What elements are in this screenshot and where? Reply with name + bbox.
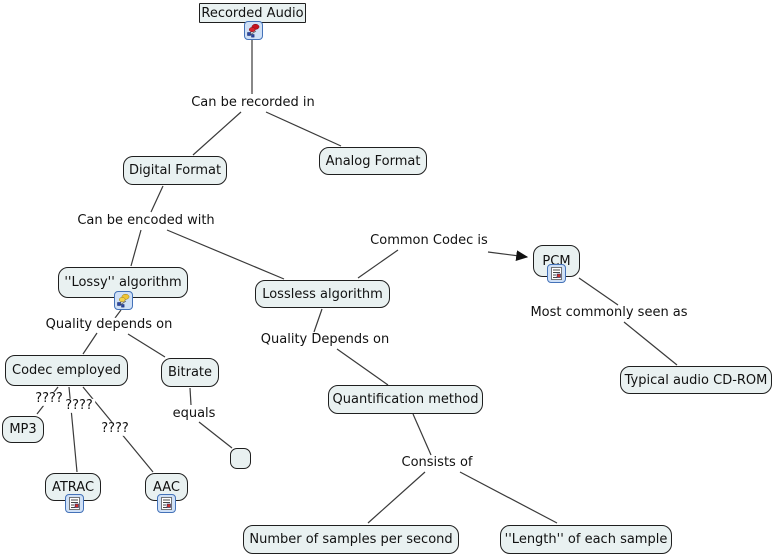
linking-phrase-most-commonly-seen-as[interactable]: Most commonly seen as (528, 304, 690, 321)
concept-mp3[interactable]: MP3 (2, 416, 44, 443)
document-icon[interactable] (547, 264, 566, 283)
edge-line (189, 387, 192, 406)
concept-label: Lossless algorithm (262, 286, 383, 302)
concept-length-of-sample[interactable]: ''Length'' of each sample (500, 525, 672, 554)
concept-typical-audio-cdrom[interactable]: Typical audio CD-ROM (620, 366, 772, 394)
document-icon[interactable] (157, 494, 176, 513)
concept-map-yellow-icon[interactable] (114, 291, 133, 310)
document-icon[interactable] (65, 494, 84, 513)
concept-label: Quantification method (332, 392, 479, 407)
linking-phrase-common-codec-is[interactable]: Common Codec is (368, 232, 490, 249)
concept-number-of-samples[interactable]: Number of samples per second (243, 525, 459, 554)
concept-map-red-icon[interactable] (244, 21, 263, 40)
concept-digital-format[interactable]: Digital Format (123, 156, 227, 185)
edge-line (150, 185, 164, 213)
concept-recorded-audio[interactable]: Recorded Audio (199, 3, 306, 23)
edge-line (367, 471, 426, 524)
edge-line (336, 348, 389, 386)
concept-label: Number of samples per second (249, 532, 453, 547)
edge-line (192, 111, 242, 156)
linking-phrase-unknown-link-2[interactable]: ???? (63, 397, 95, 414)
concept-label: Typical audio CD-ROM (624, 372, 768, 388)
linking-phrase-quality-depends-on-left[interactable]: Quality depends on (43, 316, 175, 333)
edge-line (130, 229, 142, 267)
edge-line (459, 471, 558, 524)
edge-line (487, 250, 529, 261)
linking-phrase-unknown-link-3[interactable]: ???? (99, 420, 131, 437)
edge-line (623, 321, 678, 366)
concept-label: Bitrate (167, 365, 213, 380)
linking-phrase-can-be-recorded-in[interactable]: Can be recorded in (189, 94, 317, 111)
edge-line (127, 333, 166, 358)
concept-label: Analog Format (325, 153, 421, 169)
edge-line (412, 413, 432, 456)
edge-line (313, 308, 323, 333)
linking-phrase-consists-of[interactable]: Consists of (399, 454, 475, 471)
concept-label: AAC (153, 479, 180, 495)
concept-label: Recorded Audio (201, 5, 304, 21)
concept-analog-format[interactable]: Analog Format (319, 147, 427, 175)
linking-phrase-unknown-link-1[interactable]: ???? (33, 390, 65, 407)
concept-label: ''Lossy'' algorithm (64, 275, 182, 290)
edge-line (578, 277, 619, 306)
edge-line (82, 332, 98, 355)
linking-phrase-quality-depends-on-mid[interactable]: Quality Depends on (258, 331, 392, 348)
concept-label: Digital Format (128, 163, 222, 178)
edge-line (265, 111, 342, 147)
concept-lossy-algorithm[interactable]: ''Lossy'' algorithm (58, 267, 188, 298)
concept-label: MP3 (9, 422, 37, 437)
concept-bitrate[interactable]: Bitrate (161, 358, 219, 387)
concept-empty-concept[interactable] (230, 448, 251, 469)
concept-codec-employed[interactable]: Codec employed (5, 355, 128, 386)
linking-phrase-can-be-encoded-with[interactable]: Can be encoded with (75, 212, 217, 229)
concept-lossless-algorithm[interactable]: Lossless algorithm (255, 280, 390, 308)
linking-phrase-equals[interactable]: equals (170, 405, 218, 422)
concept-label: ATRAC (51, 479, 95, 495)
edge-line (198, 421, 233, 449)
concept-label: Codec employed (12, 363, 121, 378)
concept-quantification-method[interactable]: Quantification method (328, 385, 483, 414)
edge-line (357, 249, 399, 279)
concept-label: ''Length'' of each sample (504, 532, 668, 547)
